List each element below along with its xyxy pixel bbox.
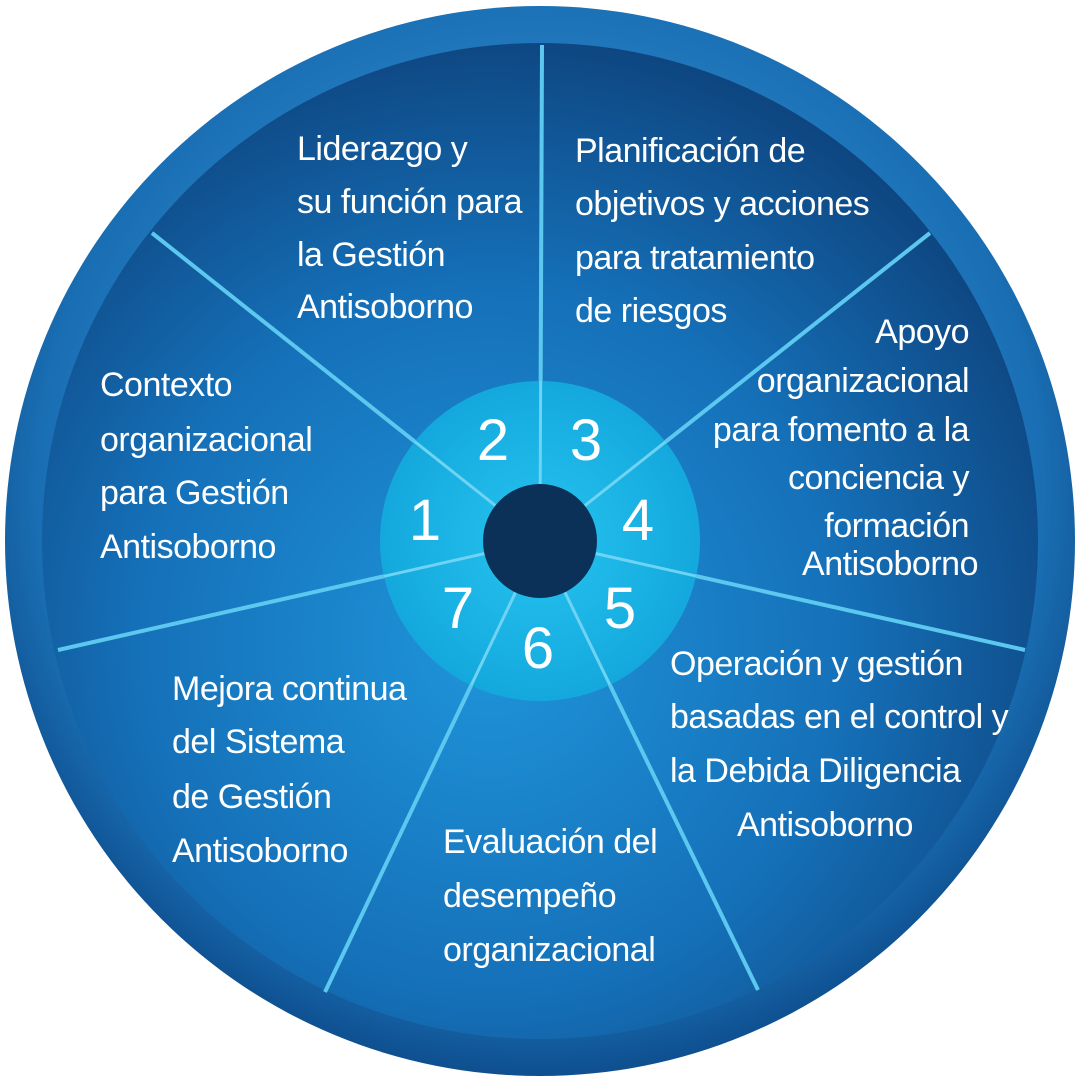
segment-3-line: para tratamiento bbox=[575, 239, 815, 277]
segment-2-label: Liderazgo y su función para la Gestión A… bbox=[297, 130, 531, 326]
segment-7-line: Mejora continua bbox=[172, 670, 407, 708]
segment-1-line: para Gestión bbox=[100, 474, 289, 512]
segment-6-line: organizacional bbox=[443, 931, 655, 969]
segment-1-label: Contexto organizacional para Gestión Ant… bbox=[100, 366, 321, 566]
segment-5-line: la Debida Diligencia bbox=[670, 752, 961, 790]
hub-divider-line bbox=[469, 591, 517, 687]
segment-6-number: 6 bbox=[522, 616, 554, 681]
segment-5-line: Operación y gestión bbox=[670, 645, 963, 683]
segment-6-line: desempeño bbox=[443, 877, 616, 915]
segment-2-line: Liderazgo y bbox=[297, 130, 468, 168]
segment-4-line: organizacional bbox=[757, 362, 969, 400]
segment-3-line: Planificación de bbox=[575, 132, 805, 170]
segment-3-line: de riesgos bbox=[575, 292, 727, 330]
segment-4-line: para fomento a la bbox=[713, 411, 970, 449]
segment-4-number: 4 bbox=[622, 488, 654, 553]
segment-1-line: Contexto bbox=[100, 366, 232, 404]
segment-3-number: 3 bbox=[570, 408, 602, 473]
segment-7-line: del Sistema bbox=[172, 723, 345, 761]
segment-4-label: Apoyo organizacional para fomento a la c… bbox=[713, 313, 978, 583]
hub-divider-line bbox=[383, 552, 485, 578]
segment-7-label: Mejora continua del Sistema de Gestión A… bbox=[172, 670, 415, 870]
segment-7-number: 7 bbox=[442, 576, 474, 641]
segment-1-number: 1 bbox=[409, 488, 441, 553]
segment-6-label: Evaluación del desempeño organizacional bbox=[443, 823, 666, 969]
segment-6-line: Evaluación del bbox=[443, 823, 657, 861]
hub-divider-line bbox=[563, 591, 612, 686]
segment-1-line: Antisoborno bbox=[100, 528, 276, 566]
segment-5-label: Operación y gestión basadas en el contro… bbox=[670, 645, 1017, 844]
segment-2-line: Antisoborno bbox=[297, 288, 473, 326]
segment-3-line: objetivos y acciones bbox=[575, 185, 869, 223]
segment-4-line: Antisoborno bbox=[802, 545, 978, 583]
segment-2-line: la Gestión bbox=[297, 236, 445, 274]
center-circle bbox=[483, 484, 597, 598]
segment-3-label: Planificación de objetivos y acciones pa… bbox=[575, 132, 878, 330]
segment-7-line: de Gestión bbox=[172, 778, 331, 816]
segment-1-line: organizacional bbox=[100, 421, 312, 459]
segment-4-line: conciencia y bbox=[788, 459, 970, 497]
segment-7-line: Antisoborno bbox=[172, 832, 348, 870]
segment-5-number: 5 bbox=[604, 576, 636, 641]
segment-2-number: 2 bbox=[477, 408, 509, 473]
hub-divider-line bbox=[583, 440, 667, 507]
hub-divider-line bbox=[595, 552, 697, 578]
segment-2-line: su función para bbox=[297, 183, 523, 221]
hub-divider-line bbox=[413, 440, 497, 507]
segment-5-line: basadas en el control y bbox=[670, 698, 1009, 736]
segment-4-line: Apoyo bbox=[875, 313, 969, 351]
segment-4-line: formación bbox=[824, 507, 969, 545]
segment-5-line: Antisoborno bbox=[737, 806, 913, 844]
hub-dividers bbox=[383, 380, 697, 687]
